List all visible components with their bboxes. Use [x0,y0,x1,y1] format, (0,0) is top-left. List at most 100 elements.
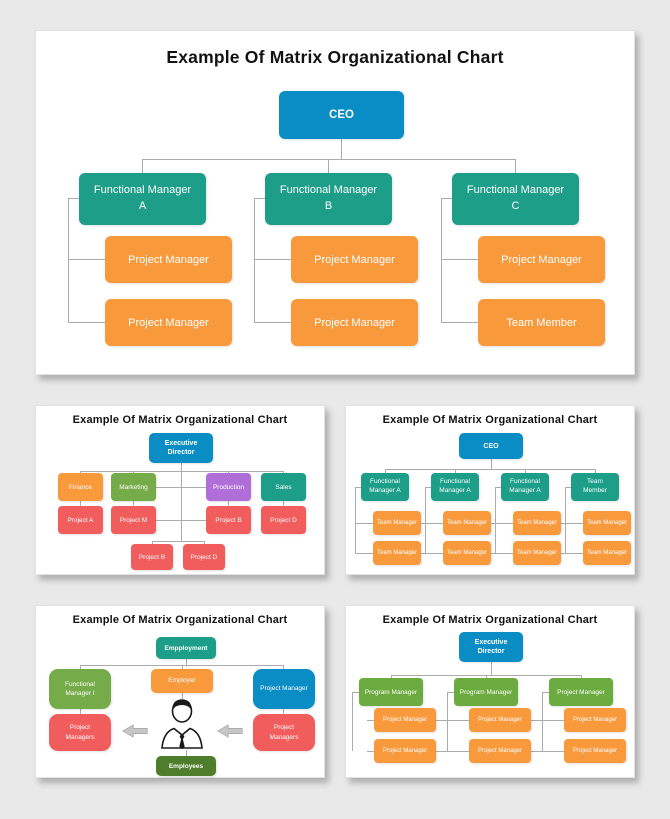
org-box-team-manager: Team Manager [583,541,631,565]
connector [133,471,134,473]
slide-thumbnail-departments[interactable]: Example Of Matrix Organizational Chart E… [35,405,325,575]
org-box-team-manager: Team Manager [443,511,491,535]
connector [254,322,291,323]
org-box-employer: Employer [151,669,213,693]
slide-thumbnail-ceo-teams[interactable]: Example Of Matrix Organizational Chart C… [345,405,635,575]
org-box-project-manager: Project Manager [374,739,436,763]
connector [495,487,501,488]
arrow-left-icon [121,724,149,738]
connector [186,659,187,665]
connector [283,709,284,714]
slide-title: Example Of Matrix Organizational Chart [166,47,504,67]
org-box-project-managers-left: Project Managers [49,714,111,751]
org-box-team-member: Team Member [571,473,619,501]
connector [441,322,478,323]
person-icon [158,696,206,750]
org-box-functional-manager: Functional Manager A [431,473,479,501]
connector [186,750,187,756]
org-box-project-d: Project D [261,506,306,534]
connector [68,198,79,199]
connector [283,501,284,506]
connector [385,469,595,470]
org-box-project-manager: Project Manager [564,739,626,763]
connector [341,139,342,159]
org-box-program-manager: Program Manager [359,678,423,706]
org-box-project-b: Project B [206,506,251,534]
org-box-project-d-sub: Project D [183,544,225,570]
org-box-project-manager: Project Manager [469,739,531,763]
connector [425,487,431,488]
connector [486,675,487,678]
org-box-team-manager: Team Manager [513,541,561,565]
connector [455,469,456,473]
connector [595,469,596,473]
org-box-production: Production [206,473,251,501]
connector [391,675,392,678]
org-box-project-manager: Project Manager [105,299,232,346]
connector [515,159,516,173]
connector [283,665,284,669]
connector [152,541,205,542]
connector [80,471,284,472]
connector [80,665,283,666]
connector [542,692,543,751]
connector [491,459,492,469]
connector [228,501,229,506]
org-box-executive-director: Executive Director [149,433,213,463]
org-box-ceo: CEO [459,433,523,459]
connector [355,487,356,553]
slide-title: Example Of Matrix Organizational Chart [382,614,598,626]
connector [142,159,516,160]
connector [80,501,81,506]
connector [441,198,442,323]
connector [228,471,229,473]
connector [355,523,631,524]
connector [283,471,284,473]
org-box-project-manager: Project Manager [478,236,605,283]
org-box-functional-manager-a: Functional Manager A [79,173,206,225]
org-box-functional-manager-i: Functional Manager I [49,669,111,709]
org-box-project-manager: Project Manager [469,708,531,732]
connector [542,692,549,693]
connector [142,159,143,173]
connector [133,501,134,506]
org-box-ceo: CEO [279,91,404,139]
connector [447,692,454,693]
org-box-functional-manager: Functional Manager A [501,473,549,501]
connector [441,259,478,260]
org-box-project-manager: Project Manager [253,669,315,709]
connector [581,675,582,678]
org-box-functional-manager-b: Functional Manager B [265,173,392,225]
org-box-finance: Finance [58,473,103,501]
connector [565,487,566,553]
connector [80,471,81,473]
connector [491,662,492,675]
slide-title: Example Of Matrix Organizational Chart [72,414,288,426]
org-box-team-manager: Team Manager [373,511,421,535]
connector [68,322,105,323]
org-box-program-manager: Program Manager [454,678,518,706]
connector [328,159,329,173]
org-box-project-manager-lead: Project Manager [549,678,613,706]
arrow-left-icon [216,724,244,738]
org-box-employment: Empployment [156,637,216,659]
connector [352,692,353,751]
org-box-employees: Employees [156,756,216,776]
connector [425,487,426,553]
org-box-team-manager: Team Manager [583,511,631,535]
slide-title: Example Of Matrix Organizational Chart [72,614,288,626]
org-box-functional-manager: Functional Manager A [361,473,409,501]
org-box-marketing: Marketing [111,473,156,501]
connector [254,198,265,199]
connector [385,469,386,473]
connector [154,487,207,488]
slide-thumbnail-employment[interactable]: Example Of Matrix Organizational Chart E… [35,605,325,778]
org-box-team-manager: Team Manager [443,541,491,565]
slide-preview-main[interactable]: Example Of Matrix Organizational Chart C… [35,30,635,375]
org-box-team-manager: Team Manager [373,541,421,565]
connector [68,198,69,323]
org-box-project-manager: Project Manager [374,708,436,732]
slide-thumbnail-programs[interactable]: Example Of Matrix Organizational Chart E… [345,605,635,778]
connector [80,665,81,669]
